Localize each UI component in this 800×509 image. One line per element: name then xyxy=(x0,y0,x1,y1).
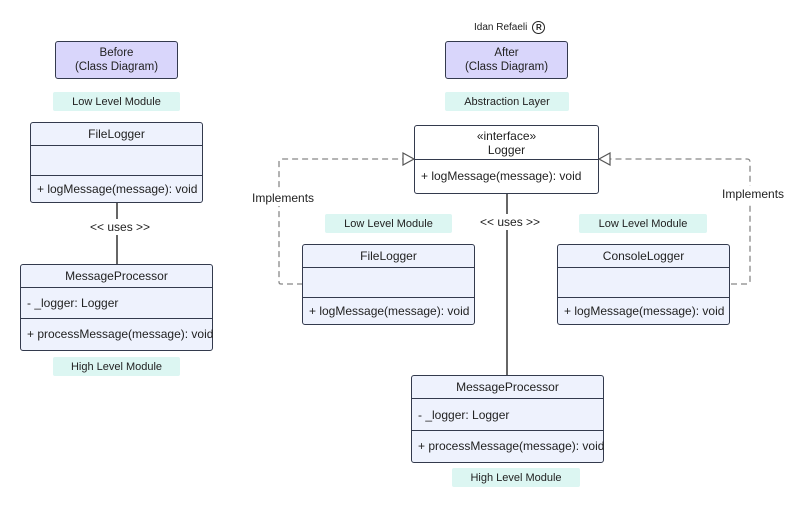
consolelogger-methods: + logMessage(message): void xyxy=(558,297,729,324)
logger-interface-header: «interface» Logger xyxy=(415,126,598,159)
before-filelogger-attributes xyxy=(31,145,202,175)
abstraction-layer-tag: Abstraction Layer xyxy=(445,92,569,111)
after-high-level-tag: High Level Module xyxy=(452,468,580,487)
before-messageprocessor-attribute: - _logger: Logger xyxy=(27,296,119,310)
before-messageprocessor-method: + processMessage(message): void xyxy=(27,327,214,341)
after-filelogger-name: FileLogger xyxy=(360,249,417,263)
before-high-level-tag: High Level Module xyxy=(53,357,180,376)
before-title-box: Before (Class Diagram) xyxy=(55,41,178,79)
logger-methods: + logMessage(message): void xyxy=(415,159,598,192)
consolelogger-attributes xyxy=(558,267,729,297)
after-messageprocessor-methods: + processMessage(message): void xyxy=(412,430,605,461)
after-title-line2: (Class Diagram) xyxy=(464,61,549,73)
before-filelogger-method: + logMessage(message): void xyxy=(37,182,198,196)
before-uses-label: << uses >> xyxy=(88,219,153,235)
after-filelogger-attributes xyxy=(303,267,474,297)
implements-left-label: Implements xyxy=(251,190,316,206)
after-title-box: After (Class Diagram) xyxy=(445,41,568,79)
implements-right-arrowhead xyxy=(597,151,611,167)
after-messageprocessor-attributes: - _logger: Logger xyxy=(412,398,603,430)
before-filelogger-class: FileLogger + logMessage(message): void xyxy=(30,122,203,203)
before-low-level-tag: Low Level Module xyxy=(53,92,180,111)
implements-left-arrowhead xyxy=(402,151,416,167)
logger-interface-class: «interface» Logger + logMessage(message)… xyxy=(414,125,599,194)
implements-left-line xyxy=(278,158,403,285)
before-messageprocessor-attributes: - _logger: Logger xyxy=(21,287,212,318)
logger-method: + logMessage(message): void xyxy=(421,169,582,183)
logger-name: Logger xyxy=(487,142,526,157)
before-messageprocessor-class: MessageProcessor - _logger: Logger + pro… xyxy=(20,264,213,351)
after-filelogger-class: FileLogger + logMessage(message): void xyxy=(302,244,475,325)
before-title-line2: (Class Diagram) xyxy=(74,61,159,73)
implements-right-line xyxy=(610,158,751,285)
before-messageprocessor-name: MessageProcessor xyxy=(65,269,168,283)
author-credit: Idan Refaeli R xyxy=(474,21,546,34)
after-messageprocessor-method: + processMessage(message): void xyxy=(418,439,605,453)
logger-stereotype: «interface» xyxy=(476,128,537,143)
after-low-level-tag-left: Low Level Module xyxy=(325,214,452,233)
registered-icon: R xyxy=(532,21,546,34)
after-messageprocessor-name: MessageProcessor xyxy=(456,380,559,394)
after-uses-label: << uses >> xyxy=(478,214,543,230)
after-filelogger-method: + logMessage(message): void xyxy=(309,304,470,318)
consolelogger-method: + logMessage(message): void xyxy=(564,304,725,318)
after-filelogger-methods: + logMessage(message): void xyxy=(303,297,474,324)
before-title-line1: Before xyxy=(99,47,134,59)
author-name: Idan Refaeli xyxy=(474,22,528,33)
consolelogger-name: ConsoleLogger xyxy=(602,249,685,263)
after-messageprocessor-class: MessageProcessor - _logger: Logger + pro… xyxy=(411,375,604,463)
after-low-level-tag-right: Low Level Module xyxy=(579,214,707,233)
after-messageprocessor-attribute: - _logger: Logger xyxy=(418,407,510,422)
implements-right-label: Implements xyxy=(721,186,786,202)
before-filelogger-name: FileLogger xyxy=(88,127,145,141)
after-title-line1: After xyxy=(494,47,519,59)
before-messageprocessor-methods: + processMessage(message): void xyxy=(21,318,214,349)
before-filelogger-methods: + logMessage(message): void xyxy=(31,175,202,202)
consolelogger-class: ConsoleLogger + logMessage(message): voi… xyxy=(557,244,730,325)
